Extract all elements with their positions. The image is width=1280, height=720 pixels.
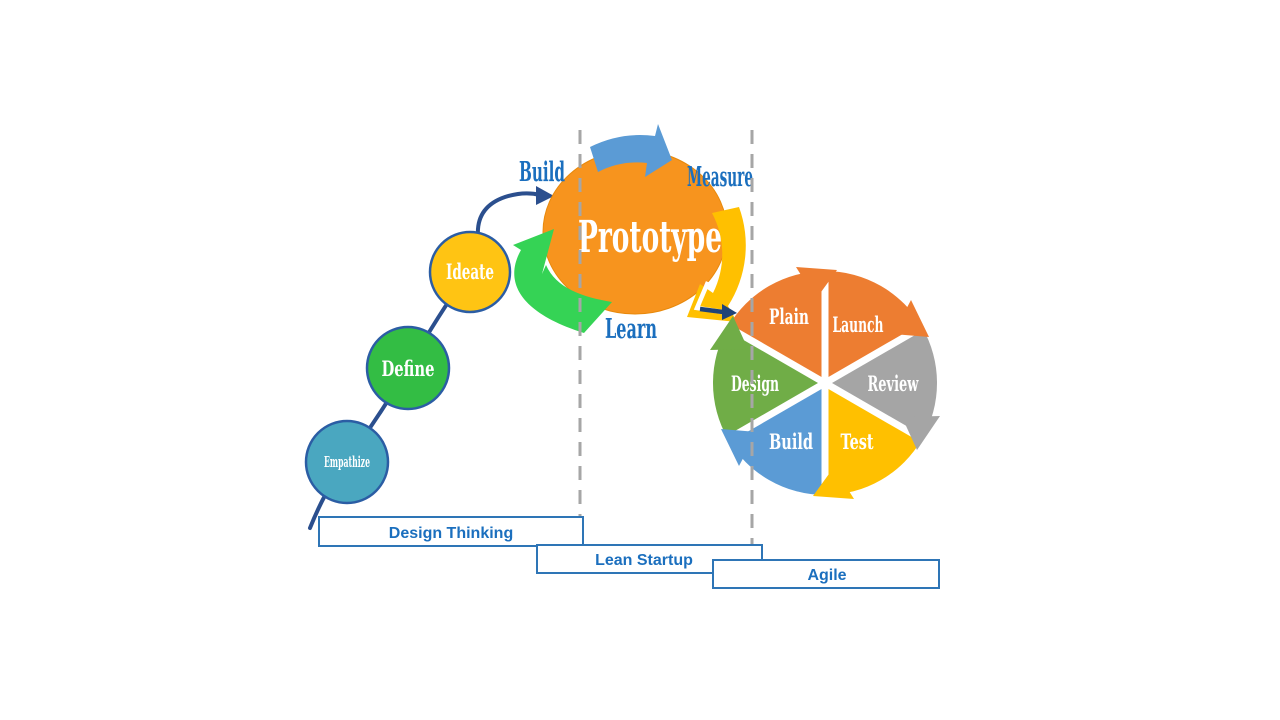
timeline-boxes: Design Thinking Lean Startup Agile	[318, 516, 940, 589]
agile-label-launch: Launch	[833, 312, 884, 337]
define-circle	[365, 325, 451, 411]
agile-tail-launch	[893, 300, 929, 337]
agile-label-test: Test	[841, 429, 874, 454]
agile-tail-review	[902, 416, 940, 450]
agile-box-label: Agile	[807, 567, 846, 584]
build-loop-label: Build	[519, 157, 565, 188]
design-thinking-box	[318, 516, 584, 547]
loop-arrow-left-icon	[513, 229, 612, 333]
agile-tail-design	[710, 316, 748, 350]
connector-arrowhead-icon	[722, 304, 737, 320]
agile-tail-build	[721, 429, 757, 466]
measure-loop-label: Measure	[687, 162, 753, 193]
define-label: Define	[382, 356, 435, 381]
agile-sector-design	[712, 327, 825, 439]
lean-startup-box-label: Lean Startup	[595, 552, 693, 569]
connector-arrow-line	[699, 306, 724, 315]
agile-box	[712, 559, 940, 589]
ideate-label: Ideate	[446, 259, 494, 284]
empathize-label: Empathize	[324, 453, 370, 471]
agile-sector-launch	[825, 271, 922, 383]
agile-label-build: Build	[769, 429, 813, 454]
prototype-label: Prototype	[578, 212, 722, 263]
loop-arrow-top-icon	[590, 124, 672, 177]
agile-label-review: Review	[868, 371, 920, 396]
lean-startup-group: Prototype Build Measure Learn	[513, 124, 753, 345]
curve-arrowhead-icon	[536, 186, 554, 205]
agile-label-plain: Plain	[769, 304, 809, 329]
phase-separators	[578, 130, 754, 558]
ideate-circle	[428, 230, 512, 314]
learn-loop-label: Learn	[605, 314, 657, 345]
agile-sector-test	[825, 383, 922, 495]
agile-tail-test	[813, 467, 854, 499]
agile-label-design: Design	[731, 371, 779, 396]
design-thinking-group: Empathize Define Ideate	[304, 186, 554, 530]
agile-tail-plain	[796, 267, 837, 299]
agile-sector-review	[825, 327, 938, 439]
empathize-circle	[304, 419, 390, 505]
agile-wheel-group: Plain Launch Review Test Build Design	[710, 265, 940, 501]
design-thinking-box-label: Design Thinking	[389, 525, 513, 542]
